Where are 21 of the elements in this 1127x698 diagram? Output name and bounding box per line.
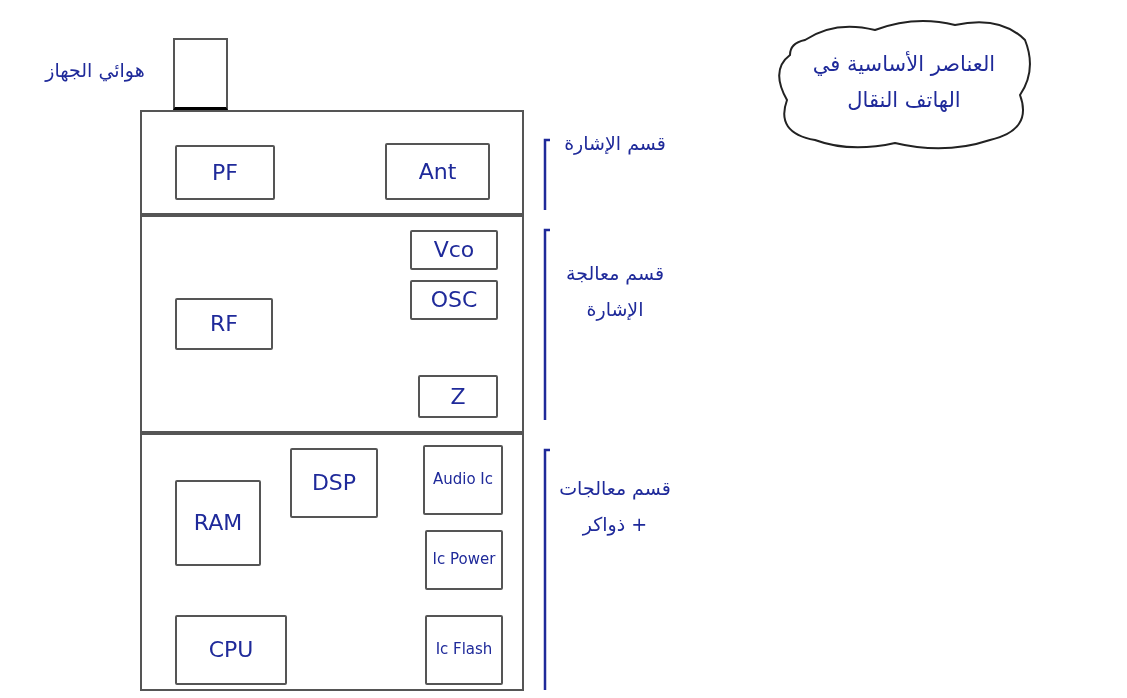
- component-box: Z: [418, 375, 498, 418]
- cloud-title: العناصر الأساسية في الهاتف النقال: [811, 50, 997, 114]
- phone-section-box: [140, 433, 524, 691]
- component-box: Audio Ic: [423, 445, 503, 515]
- section-label: قسم الإشارة: [563, 131, 667, 157]
- phone-section-box: [140, 110, 524, 215]
- component-box: Ic Flash: [425, 615, 503, 685]
- component-box: OSC: [410, 280, 498, 320]
- component-box: DSP: [290, 448, 378, 518]
- component-box: RAM: [175, 480, 261, 566]
- section-label: قسم معالجات + ذواكر: [558, 476, 672, 538]
- component-box: CPU: [175, 615, 287, 685]
- component-box: RF: [175, 298, 273, 350]
- component-box: Ic Power: [425, 530, 503, 590]
- component-box: PF: [175, 145, 275, 200]
- antenna-box: [173, 38, 228, 110]
- antenna-label: هوائي الجهاز: [43, 58, 146, 84]
- component-box: Ant: [385, 143, 490, 200]
- component-box: Vco: [410, 230, 498, 270]
- phone-section-box: [140, 215, 524, 433]
- section-label: قسم معالجة الإشارة: [564, 261, 666, 323]
